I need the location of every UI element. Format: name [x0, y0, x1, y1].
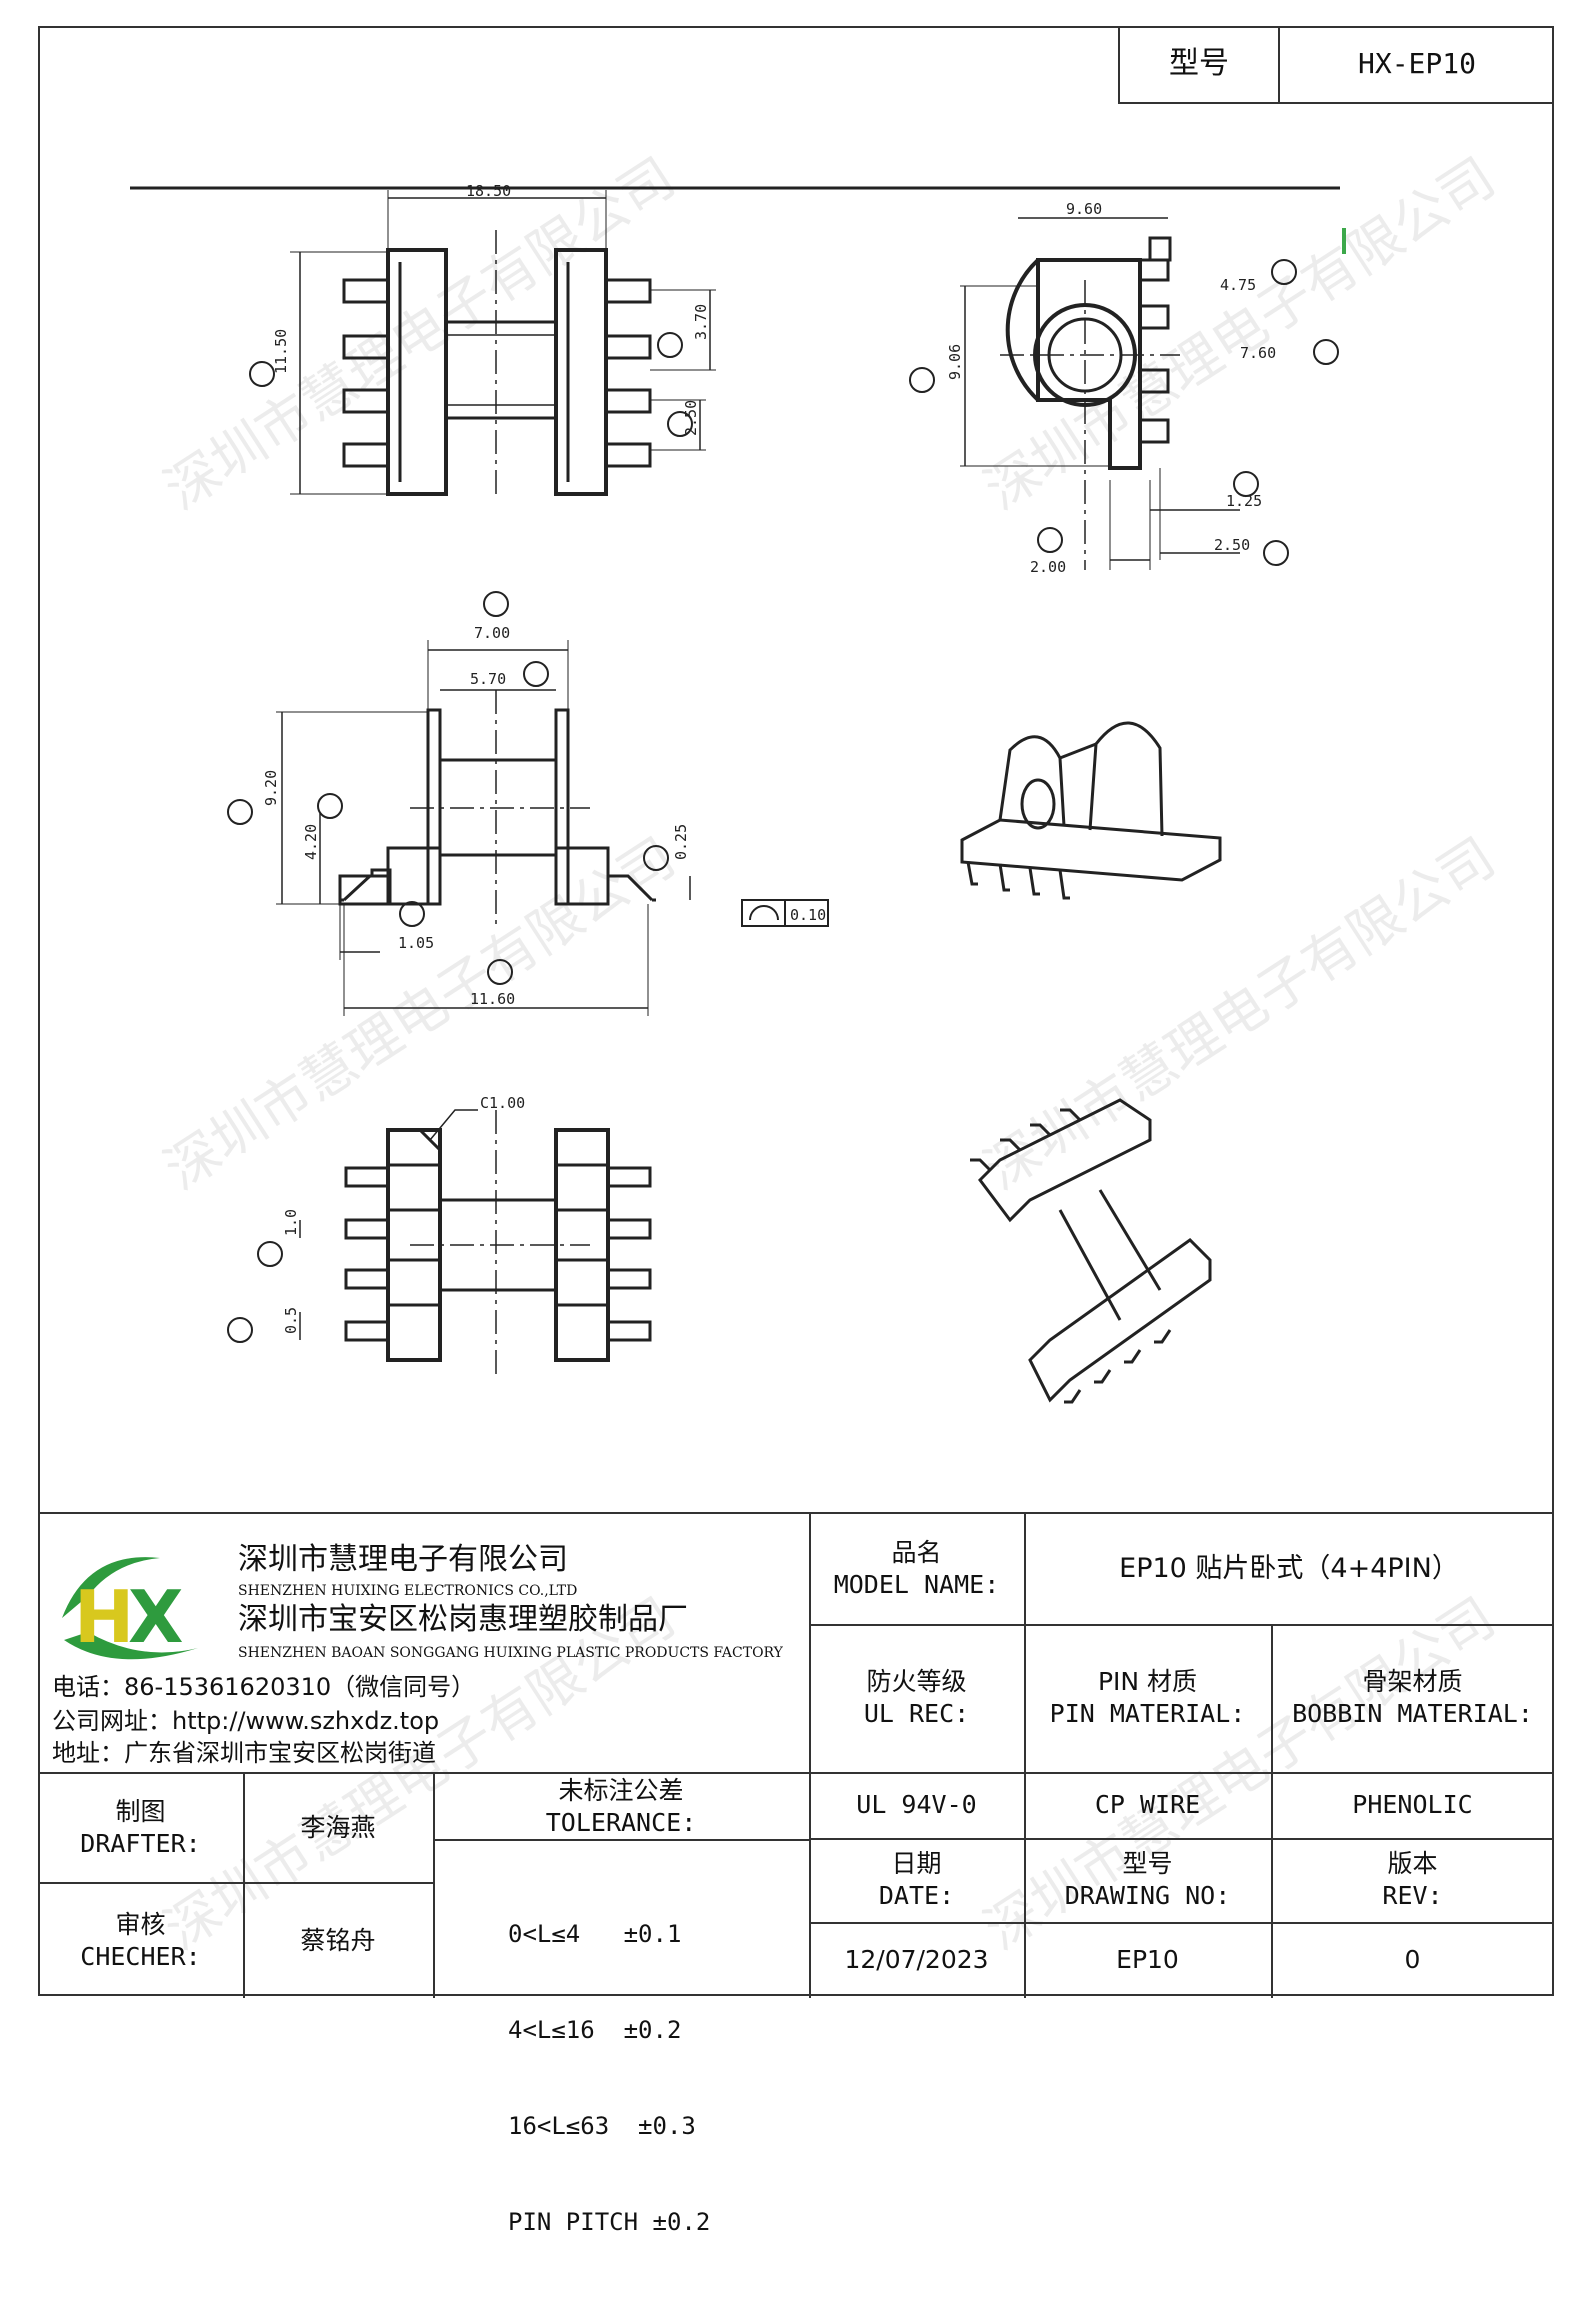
tolerance-label-en: TOLERANCE: [545, 1807, 697, 1837]
dim-label: 0.5 [282, 1307, 300, 1334]
dim-label: 2.50 [1214, 536, 1250, 554]
logo-letter-h: H [74, 1575, 134, 1659]
rev-label-cn: 版本 [1387, 1849, 1438, 1878]
dim-label: 7.00 [474, 624, 510, 642]
dim-label: 4.20 [302, 824, 320, 860]
drawing-no-label-en: DRAWING NO: [1064, 1881, 1231, 1910]
logo-letter-x: X [128, 1575, 184, 1659]
model-name-label-cn: 品名 [891, 1538, 942, 1567]
dim-label: C1.00 [480, 1094, 525, 1112]
pin-material-label: PIN 材质 PIN MATERIAL: [1024, 1624, 1271, 1772]
checker-label-en: CHECHER: [80, 1942, 201, 1971]
dim-label: 2.50 [682, 400, 700, 436]
model-header-value: HX-EP10 [1357, 47, 1476, 80]
drawing-no-value: EP10 [1116, 1945, 1179, 1974]
logo-swoosh-top [62, 1557, 160, 1618]
date-label: 日期 DATE: [809, 1838, 1024, 1922]
date-value: 12/07/2023 [844, 1945, 989, 1974]
checker-label-cn: 审核 [115, 1910, 166, 1939]
model-header-box: 型号 HX-EP10 [1118, 26, 1554, 104]
dim-label: 11.50 [272, 329, 290, 374]
pin-material-label-cn: PIN 材质 [1097, 1667, 1198, 1696]
company-name-cn: 深圳市慧理电子有限公司 [238, 1542, 568, 1577]
bobbin-material-label-en: BOBBIN MATERIAL: [1292, 1699, 1533, 1728]
drawing-svg: 18.50 11.50 3.70 2.50 9.60 4.75 7.60 9.0… [130, 182, 1346, 1404]
bobbin-material-label: 骨架材质 BOBBIN MATERIAL: [1271, 1624, 1554, 1772]
tolerance-line: PIN PITCH ±0.2 [508, 2208, 711, 2236]
dim-label: 7.60 [1240, 344, 1276, 362]
tolerance-label-cn: 未标注公差 [558, 1775, 684, 1805]
technical-drawing: 18.50 11.50 3.70 2.50 9.60 4.75 7.60 9.0… [130, 182, 1346, 1404]
model-name-label-en: MODEL NAME: [833, 1570, 1000, 1599]
dim-label: 9.60 [1066, 200, 1102, 218]
bobbin-material-label-cn: 骨架材质 [1362, 1667, 1463, 1696]
logo-swoosh-bottom [64, 1632, 198, 1660]
pin-material-label-en: PIN MATERIAL: [1049, 1699, 1246, 1728]
dim-label: 2.00 [1030, 558, 1066, 576]
tolerance-line: 0<L≤4 ±0.1 [508, 1920, 682, 1948]
factory-name-cn: 深圳市宝安区松岗惠理塑胶制品厂 [238, 1602, 688, 1637]
model-name-value: EP10 贴片卧式（4+4PIN） [1119, 1553, 1459, 1584]
company-website[interactable]: 公司网址：http://www.szhxdz.top [52, 1707, 440, 1735]
dim-label: 18.50 [466, 182, 511, 200]
ul-rec-label: 防火等级 UL REC: [809, 1624, 1024, 1772]
dim-label: 0.10 [790, 906, 826, 924]
dim-label: 1.0 [282, 1209, 300, 1236]
model-header-label: 型号 [1120, 26, 1280, 102]
tolerance-values: 0<L≤4 ±0.1 4<L≤16 ±0.2 16<L≤63 ±0.3 PIN … [508, 1854, 808, 2302]
dim-label: 11.60 [470, 990, 515, 1008]
dim-label: 5.70 [470, 670, 506, 688]
company-phone: 电话：86-15361620310（微信同号） [52, 1673, 476, 1701]
tolerance-line: 16<L≤63 ±0.3 [508, 2112, 696, 2140]
tolerance-line: 4<L≤16 ±0.2 [508, 2016, 682, 2044]
ul-rec-label-cn: 防火等级 [866, 1667, 967, 1696]
factory-name-en: SHENZHEN BAOAN SONGGANG HUIXING PLASTIC … [238, 1645, 783, 1661]
bobbin-material-value: PHENOLIC [1352, 1790, 1473, 1819]
date-label-en: DATE: [878, 1881, 955, 1910]
dim-label: 1.25 [1226, 492, 1262, 510]
drawing-no-label: 型号 DRAWING NO: [1024, 1838, 1271, 1922]
model-name-label: 品名 MODEL NAME: [809, 1514, 1024, 1624]
dim-label: 9.06 [946, 344, 964, 380]
rev-value: 0 [1404, 1945, 1421, 1974]
dim-label: 9.20 [262, 770, 280, 806]
checker-value: 蔡铭舟 [300, 1926, 376, 1955]
company-address: 地址：广东省深圳市宝安区松岗街道 [52, 1739, 436, 1767]
drawing-no-label-cn: 型号 [1122, 1849, 1173, 1878]
checker-label: 审核 CHECHER: [38, 1884, 243, 1998]
dim-label: 4.75 [1220, 276, 1256, 294]
ul-rec-label-en: UL REC: [863, 1699, 970, 1728]
rev-label-en: REV: [1382, 1881, 1443, 1910]
title-block: H X 深圳市慧理电子有限公司 SHENZHEN HUIXING ELECTRO… [38, 1512, 1554, 2236]
company-logo: H X [62, 1557, 198, 1660]
drafter-label-cn: 制图 [115, 1797, 166, 1826]
drafter-label-en: DRAFTER: [80, 1829, 201, 1858]
drafter-value: 李海燕 [300, 1813, 376, 1842]
dim-label: 0.25 [672, 824, 690, 860]
tolerance-label: 未标注公差 TOLERANCE: [433, 1774, 809, 1839]
drafter-label: 制图 DRAFTER: [38, 1774, 243, 1882]
company-name-en: SHENZHEN HUIXING ELECTRONICS CO.,LTD [238, 1583, 578, 1599]
drawing-frame [38, 26, 1554, 1996]
dim-label: 3.70 [692, 304, 710, 340]
pin-material-value: CP WIRE [1094, 1790, 1201, 1819]
rev-label: 版本 REV: [1271, 1838, 1554, 1922]
date-label-cn: 日期 [891, 1849, 942, 1878]
dim-label: 1.05 [398, 934, 434, 952]
ul-rec-value: UL 94V-0 [856, 1790, 977, 1819]
